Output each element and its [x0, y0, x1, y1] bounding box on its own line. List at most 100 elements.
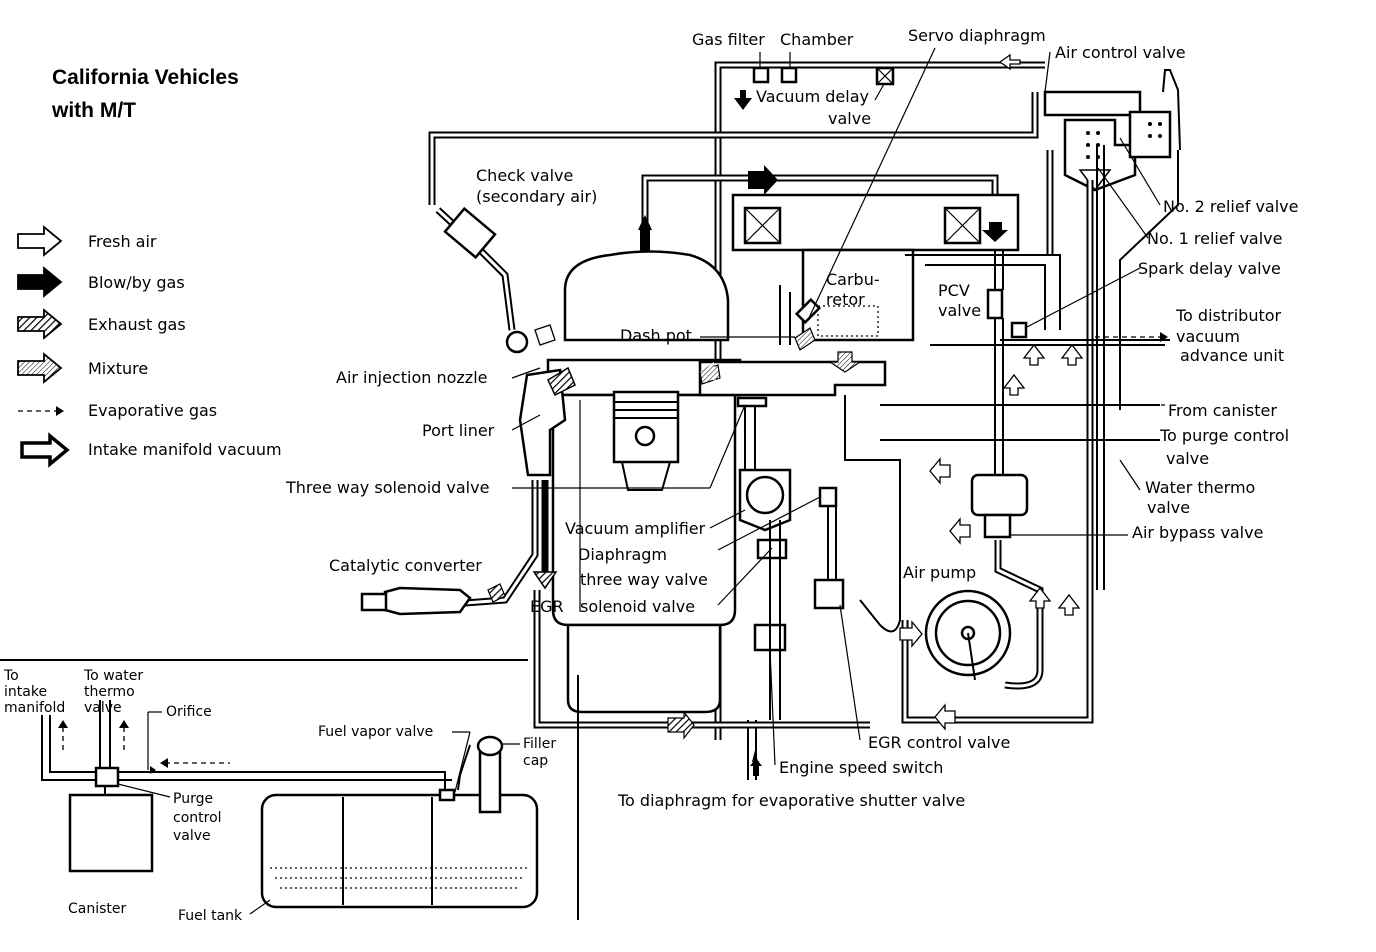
label-air-bypass-valve: Air bypass valve: [1132, 523, 1263, 542]
label-water-thermo-valve-2: valve: [1147, 498, 1190, 517]
three-way-solenoid-valve-body: [736, 396, 768, 408]
blow-by-arrow-top: [748, 165, 778, 195]
label-to-intake-manifold-2: intake: [4, 684, 47, 700]
egr-control-valve-body: [813, 578, 845, 610]
label-canister: Canister: [68, 901, 127, 917]
label-check-valve-1: Check valve: [476, 166, 573, 185]
label-air-control-valve: Air control valve: [1055, 43, 1186, 62]
legend-label-mixture: Mixture: [88, 359, 148, 378]
label-servo-diaphragm: Servo diaphragm: [908, 26, 1046, 45]
pcv-valve-body: [986, 288, 1004, 320]
solenoid-valve-body: [756, 538, 788, 560]
fuel-tank-body: [260, 793, 539, 909]
label-to-distributor-2: vacuum: [1176, 327, 1240, 346]
label-to-intake-manifold-1: To: [3, 668, 19, 684]
check-valve-body: [443, 206, 497, 260]
label-carburetor-2: retor: [826, 290, 865, 309]
label-filler-cap-2: cap: [523, 753, 548, 769]
label-to-diaphragm-evap: To diaphragm for evaporative shutter val…: [617, 791, 965, 810]
label-engine-speed-switch: Engine speed switch: [779, 758, 943, 777]
label-purge-control-valve-3: valve: [173, 828, 211, 844]
legend: Fresh air Blow/by gas Exhaust gas Mixtur…: [17, 225, 282, 468]
egr-diaphragm-three-way-valve: [818, 486, 838, 508]
hollow-arrow-icon: [17, 225, 63, 257]
label-dash-pot: Dash pot: [620, 326, 692, 345]
legend-label-intake-manifold-vacuum: Intake manifold vacuum: [88, 440, 282, 459]
label-vacuum-delay-valve-2: valve: [828, 109, 871, 128]
solid-arrow-icon: [17, 266, 63, 298]
label-no1-relief-valve: No. 1 relief valve: [1147, 229, 1282, 248]
air-bypass-valve-stem: [983, 513, 1012, 539]
engine-system: [360, 53, 1181, 780]
oil-pan: [566, 623, 722, 714]
label-pcv-valve-1: PCV: [938, 281, 970, 300]
leader-lines: [511, 47, 1170, 766]
legend-label-exhaust-gas: Exhaust gas: [88, 315, 186, 334]
label-chamber: Chamber: [780, 30, 854, 49]
label-carburetor-1: Carbu-: [826, 270, 880, 289]
piston: [612, 390, 680, 491]
label-port-liner: Port liner: [422, 421, 495, 440]
label-solenoid-valve: solenoid valve: [580, 597, 695, 616]
relief-valve-side: [1128, 110, 1172, 159]
label-to-water-thermo-1: To water: [83, 668, 143, 684]
label-fuel-vapor-valve: Fuel vapor valve: [318, 724, 433, 740]
title-line1: California Vehicles: [52, 66, 239, 89]
label-pcv-valve-2: valve: [938, 301, 981, 320]
intake-manifold: [698, 360, 887, 397]
label-diaphragm-tw-1: Diaphragm: [578, 545, 667, 564]
label-check-valve-2: (secondary air): [476, 187, 597, 206]
air-bypass-valve-body: [970, 473, 1029, 517]
filler-neck: [478, 750, 502, 814]
air-control-valve-body: [1043, 90, 1142, 117]
label-no2-relief-valve: No. 2 relief valve: [1163, 197, 1298, 216]
label-to-intake-manifold-3: manifold: [4, 700, 65, 716]
label-to-water-thermo-3: valve: [84, 700, 122, 716]
rocker-cover: [563, 250, 730, 342]
label-to-purge-control-2: valve: [1166, 449, 1209, 468]
label-to-distributor-1: To distributor: [1175, 306, 1282, 325]
fuel-vapor-valve-body: [438, 788, 456, 802]
label-three-way-solenoid-valve: Three way solenoid valve: [285, 478, 489, 497]
label-air-pump: Air pump: [903, 563, 976, 582]
engine-labels: Gas filter Chamber Servo diaphragm Air c…: [285, 26, 1298, 810]
spark-delay-valve-body: [1010, 321, 1028, 339]
label-to-distributor-3: advance unit: [1180, 346, 1284, 365]
legend-label-fresh-air: Fresh air: [88, 232, 157, 251]
label-air-injection-nozzle: Air injection nozzle: [336, 368, 487, 387]
label-purge-control-valve-1: Purge: [173, 791, 213, 807]
tailpipe: [360, 592, 388, 612]
label-catalytic-converter: Catalytic converter: [329, 556, 482, 575]
canister-body: [68, 793, 154, 873]
bold-hollow-arrow-icon: [20, 432, 70, 468]
label-from-canister: From canister: [1168, 401, 1277, 420]
label-water-thermo-valve-1: Water thermo: [1145, 478, 1255, 497]
hatched-arrow-icon: [17, 308, 63, 340]
gas-filter-body: [752, 66, 770, 84]
catalytic-converter-body: [383, 586, 472, 616]
label-diaphragm-tw-2: three way valve: [580, 570, 708, 589]
label-to-water-thermo-2: thermo: [84, 684, 135, 700]
label-vacuum-amplifier: Vacuum amplifier: [565, 519, 706, 538]
label-vacuum-delay-valve-1: Vacuum delay: [756, 87, 869, 106]
air-injection-nozzle-body: [505, 330, 529, 354]
label-gas-filter: Gas filter: [692, 30, 765, 49]
legend-label-blow-by-gas: Blow/by gas: [88, 273, 185, 292]
label-purge-control-valve-2: control: [173, 810, 222, 826]
legend-label-evaporative-gas: Evaporative gas: [88, 401, 217, 420]
chamber-body: [780, 66, 798, 84]
label-egr: EGR: [530, 597, 564, 616]
title-line2: with M/T: [51, 99, 136, 122]
label-filler-cap-1: Filler: [523, 736, 556, 752]
filler-cap-body: [476, 735, 504, 757]
label-spark-delay-valve: Spark delay valve: [1138, 259, 1281, 278]
label-orifice: Orifice: [166, 704, 212, 720]
fine-hatched-arrow-icon: [17, 352, 63, 384]
label-fuel-tank: Fuel tank: [178, 908, 243, 924]
dashed-arrow-icon: [18, 406, 64, 416]
label-egr-control-valve: EGR control valve: [868, 733, 1010, 752]
evaporative-system: To intake manifold To water thermo valve…: [0, 659, 579, 924]
purge-control-valve-body: [94, 766, 120, 788]
